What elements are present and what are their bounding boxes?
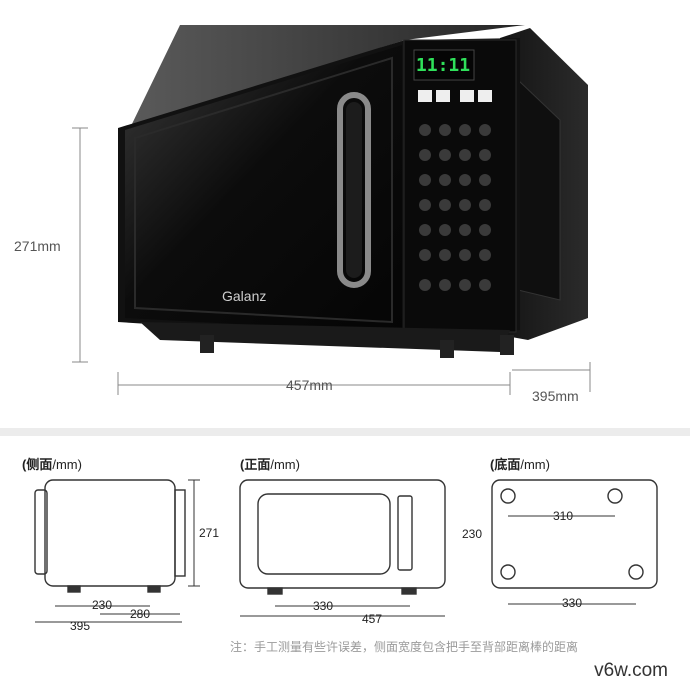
bottom-title-bold: (底面 [490,457,521,472]
height-label: 271mm [14,238,61,254]
diagram-area: (侧面/mm) (正面/mm) (底面/mm) 271 230 280 395 … [0,436,690,690]
width-label: 457mm [286,377,333,393]
display-time: 11:11 [415,54,471,76]
dimension-diagrams [34,479,658,623]
bottom-height-label: 230 [462,527,483,541]
side-title-bold: (侧面 [22,457,53,472]
side-dim-a-label: 230 [92,598,113,612]
front-total-label: 457 [362,612,383,626]
depth-label: 395mm [532,388,579,404]
front-title-bold: (正面 [240,457,271,472]
display-screen: 11:11 [412,50,474,80]
side-dim-b-label: 280 [130,607,151,621]
section-separator [0,428,690,436]
brand-logo: Galanz [222,288,267,304]
bottom-title-unit: /mm) [520,457,550,472]
watermark: v6w.com [594,660,668,681]
side-height-label: 271 [199,526,220,540]
bottom-view-title: (底面/mm) [490,454,550,473]
bottom-total-label: 330 [562,596,583,610]
bottom-width-label: 310 [553,509,574,523]
product-photo-area: 11:11 Galanz 271mm 457mm 395mm [14,25,591,404]
front-view-title: (正面/mm) [240,454,300,473]
front-inner-label: 330 [313,599,334,613]
side-total-label: 395 [70,619,91,633]
side-view-title: (侧面/mm) [22,454,82,473]
side-title-unit: /mm) [52,457,82,472]
front-title-unit: /mm) [270,457,300,472]
microwave-photo [72,25,591,395]
measurement-note: 注：手工测量有些许误差，侧面宽度包含把手至背部距离棒的距离 [230,640,579,654]
